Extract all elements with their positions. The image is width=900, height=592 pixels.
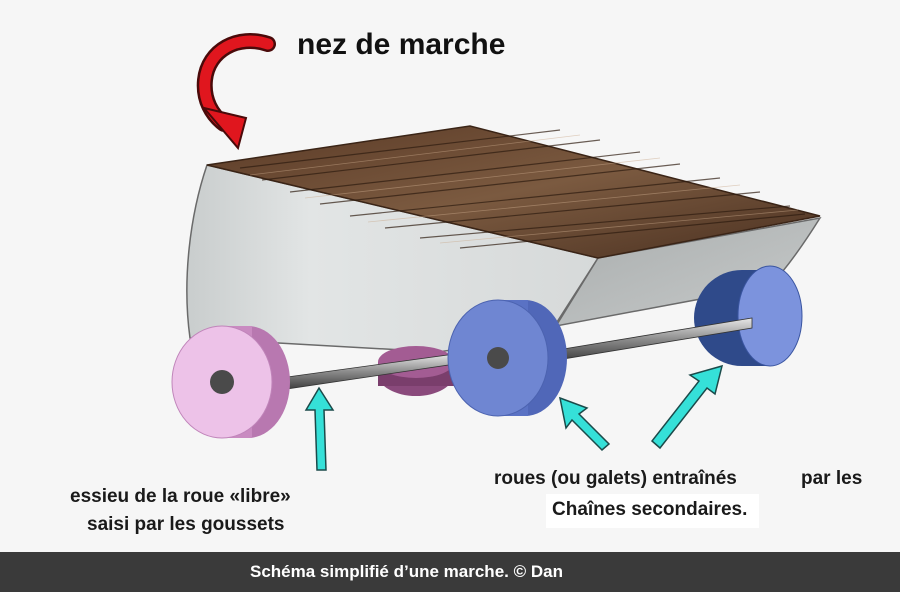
- caption-text: Schéma simplifié d’une marche. © Dan: [250, 562, 563, 581]
- diagram-stage: nez de marche essieu de la roue «libre» …: [70, 28, 863, 535]
- wooden-tread: [206, 125, 821, 259]
- wheels-label-line1b: par les: [801, 468, 863, 489]
- axle-label-line1: essieu de la roue «libre»: [70, 486, 291, 507]
- wheels-label-line2: Chaînes secondaires.: [546, 494, 760, 528]
- caption-bar: Schéma simplifié d’une marche. © Dan: [0, 552, 900, 592]
- cyan-pointer-arrow-icon: [304, 364, 724, 471]
- free-wheel: [171, 325, 290, 439]
- axle-label-line2: saisi par les goussets: [87, 514, 285, 535]
- drive-wheel: [447, 299, 567, 417]
- wood-grain: [239, 129, 806, 249]
- back-drive-wheel: [694, 265, 803, 367]
- nose-label: nez de marche: [297, 28, 506, 61]
- curved-red-arrow-icon: [196, 33, 276, 151]
- wheels-label-line1a: roues (ou galets) entraînés: [494, 468, 737, 489]
- step-diagram: [171, 33, 822, 471]
